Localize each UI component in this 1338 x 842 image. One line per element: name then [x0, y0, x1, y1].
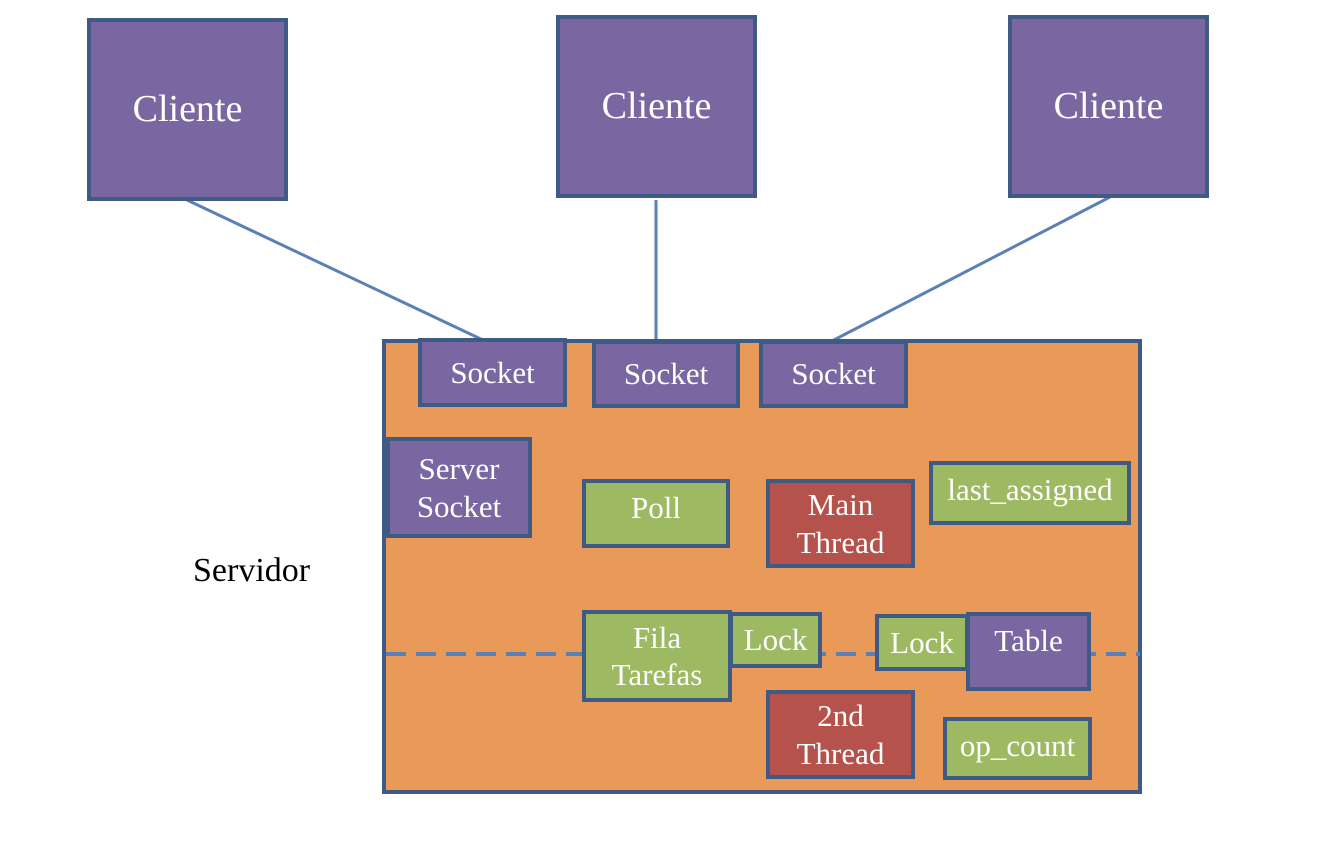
main-thread-box: Main Thread	[766, 479, 915, 568]
lock-box: Lock	[875, 614, 969, 671]
socket-label: Socket	[623, 356, 709, 392]
socket-box: Socket	[592, 340, 740, 408]
lock-box: Lock	[729, 612, 822, 668]
main-thread-line2: Thread	[796, 524, 885, 560]
server-label: Servidor	[193, 552, 311, 589]
socket-label: Socket	[450, 354, 535, 390]
second-thread-line1: 2nd	[817, 698, 864, 734]
op-count-box: op_count	[943, 717, 1092, 780]
client-box: Cliente	[556, 15, 757, 198]
poll-box: Poll	[582, 479, 730, 548]
client-label: Cliente	[132, 87, 243, 130]
last-assigned-box: last_assigned	[929, 461, 1131, 525]
socket-box: Socket	[418, 338, 567, 407]
fila-tarefas-line2: Tarefas	[611, 657, 703, 692]
client-label: Cliente	[601, 84, 712, 127]
client-label: Cliente	[1053, 84, 1164, 127]
link-client3-socket3	[831, 195, 1111, 343]
client-box: Cliente	[87, 18, 288, 201]
server-socket-box: Server Socket	[386, 437, 532, 538]
table-label: Table	[994, 623, 1063, 658]
table-box: Table	[966, 612, 1091, 691]
fila-tarefas-line1: Fila	[632, 619, 682, 655]
socket-label: Socket	[791, 356, 876, 392]
server-socket-line2: Socket	[416, 488, 502, 524]
lock-label: Lock	[743, 622, 808, 658]
fila-tarefas-box: Fila Tarefas	[582, 610, 732, 702]
link-client1-socket1	[186, 198, 486, 343]
op-count-label: op_count	[959, 728, 1076, 763]
second-thread-line2: Thread	[796, 735, 885, 771]
client-box: Cliente	[1008, 15, 1209, 198]
server-socket-line1: Server	[418, 451, 500, 487]
second-thread-box: 2nd Thread	[766, 690, 915, 779]
poll-label: Poll	[631, 490, 681, 525]
last-assigned-label: last_assigned	[947, 472, 1113, 507]
main-thread-line1: Main	[807, 487, 874, 523]
lock-label: Lock	[890, 624, 954, 660]
socket-box: Socket	[759, 340, 908, 408]
